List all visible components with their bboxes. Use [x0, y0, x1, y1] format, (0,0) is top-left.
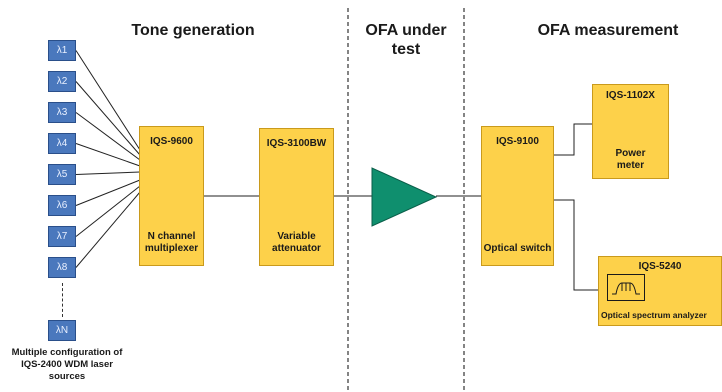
multiplexer-model: IQS-9600 [150, 136, 193, 147]
multiplexer-box: IQS-9600 N channel multiplexer [139, 126, 204, 266]
attenuator-name: Variable attenuator [272, 231, 321, 254]
laser-line-3 [75, 112, 141, 161]
section-title-ofa-measurement: OFA measurement [537, 22, 679, 39]
laser-sources-caption: Multiple configuration of IQS-2400 WDM l… [11, 347, 123, 382]
laser-line-4 [75, 143, 141, 167]
power-meter-model: IQS-1102X [606, 90, 655, 101]
laser-line-1 [75, 50, 141, 151]
section-title-tone-generation: Tone generation [131, 22, 255, 39]
optical-switch-model: IQS-9100 [496, 136, 539, 147]
wire-switch-osa [554, 199, 600, 291]
amplifier-triangle-icon [371, 167, 438, 227]
laser-ellipsis [62, 283, 63, 317]
section-title-ofa-under-test: OFA under test [365, 22, 447, 58]
laser-source-3: λ3 [48, 102, 76, 123]
laser-source-6: λ6 [48, 195, 76, 216]
wire-switch-powermeter [554, 123, 592, 156]
laser-line-7 [75, 185, 141, 237]
multiplexer-name: N channel multiplexer [144, 231, 199, 254]
laser-line-6 [75, 179, 141, 206]
laser-line-5 [75, 171, 141, 175]
laser-source-7: λ7 [48, 226, 76, 247]
osa-box: IQS-5240 Optical spectrum analyzer [598, 256, 722, 326]
attenuator-model: IQS-3100BW [266, 138, 327, 149]
laser-source-2: λ2 [48, 71, 76, 92]
optical-switch-box: IQS-9100 Optical switch [481, 126, 554, 266]
laser-line-2 [75, 81, 141, 156]
osa-model: IQS-5240 [638, 261, 682, 272]
laser-line-8 [75, 191, 141, 268]
laser-fan-lines [75, 50, 141, 268]
osa-name: Optical spectrum analyzer [601, 310, 707, 320]
attenuator-box: IQS-3100BW Variable attenuator [259, 128, 334, 266]
power-meter-name: Power meter [615, 148, 646, 171]
laser-source-4: λ4 [48, 133, 76, 154]
laser-source-n: λN [48, 320, 76, 341]
laser-source-1: λ1 [48, 40, 76, 61]
laser-source-8: λ8 [48, 257, 76, 278]
power-meter-box: IQS-1102X Power meter [592, 84, 669, 179]
spectrum-waveform-icon [607, 274, 645, 301]
laser-source-5: λ5 [48, 164, 76, 185]
optical-switch-name: Optical switch [483, 243, 552, 254]
